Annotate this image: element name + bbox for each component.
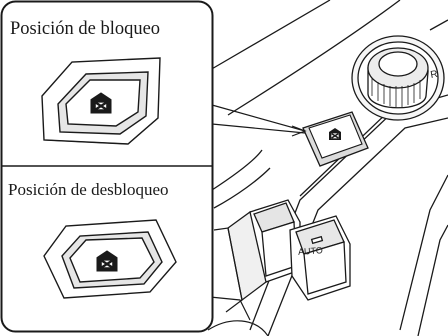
unlock-position-switch [43, 219, 177, 299]
unlock-position-label: Posición de desbloqueo [8, 180, 169, 199]
callout-leader [211, 104, 307, 137]
window-lock-switch[interactable] [302, 111, 369, 167]
window-switch-auto[interactable] [289, 215, 351, 301]
svg-text:R: R [430, 69, 439, 81]
mirror-adjust-knob: R [351, 35, 445, 121]
lock-position-switch [41, 57, 161, 145]
lock-position-label: Posición de bloqueo [10, 19, 161, 39]
auto-label: AUTO [297, 245, 324, 257]
